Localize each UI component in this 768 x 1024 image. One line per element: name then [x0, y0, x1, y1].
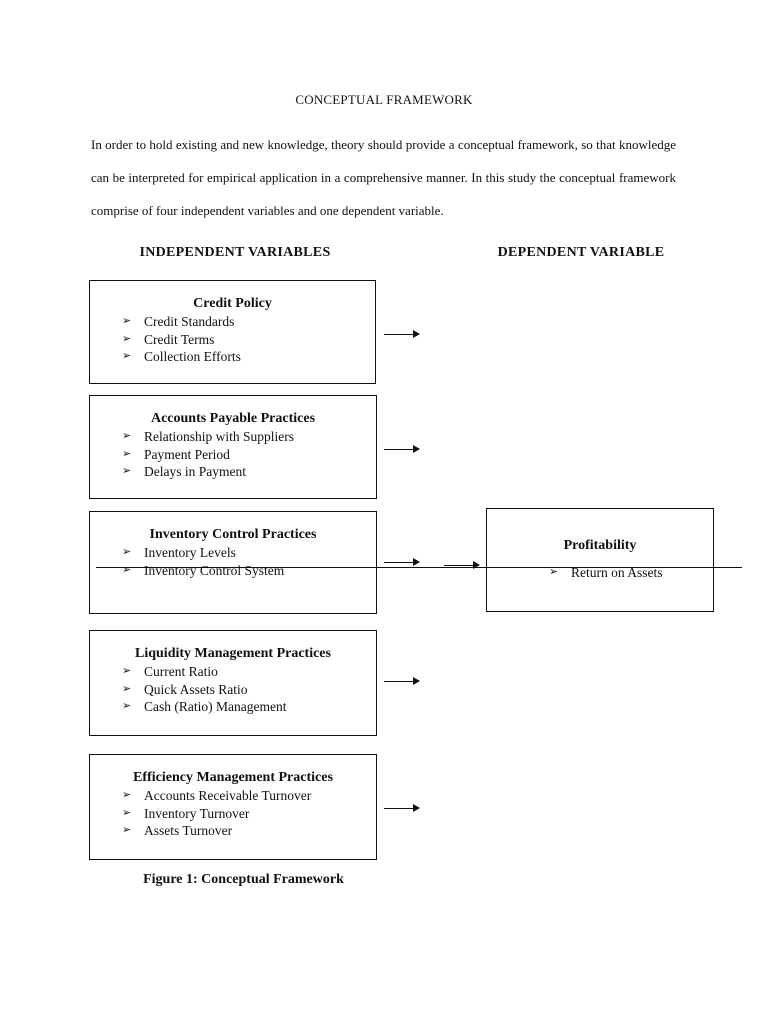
- list-item-label: Payment Period: [144, 446, 230, 462]
- arrow-bullet-icon: ➢: [549, 566, 559, 578]
- box-title: Efficiency Management Practices: [133, 770, 333, 785]
- list-item: ➢ Assets Turnover: [122, 822, 376, 840]
- intro-paragraph: In order to hold existing and new knowle…: [91, 137, 676, 218]
- box-item-list: ➢ Return on Assets: [487, 564, 713, 582]
- list-item-label: Assets Turnover: [144, 823, 233, 839]
- list-item: ➢ Quick Assets Ratio: [122, 681, 376, 699]
- list-item-label: Delays in Payment: [144, 464, 246, 480]
- list-item-label: Accounts Receivable Turnover: [144, 788, 312, 803]
- list-item-label: Cash (Ratio) Management: [144, 699, 287, 715]
- list-item: ➢ Accounts Receivable Turnover: [122, 787, 376, 805]
- box-item-list: ➢ Accounts Receivable Turnover ➢ Inventory…: [90, 787, 376, 840]
- credit-policy-box: Credit Policy ➢ Credit Standards ➢ Credit …: [89, 280, 376, 384]
- arrow-icon: [384, 675, 420, 687]
- figure-caption: Figure 1: Conceptual Framework: [143, 872, 344, 887]
- box-item-list: ➢ Credit Standards ➢ Credit Terms ➢ Collect…: [90, 313, 375, 366]
- arrow-bullet-icon: ➢: [122, 563, 132, 576]
- arrow-bullet-icon: ➢: [122, 465, 132, 478]
- list-item: ➢ Relationship with Suppliers: [122, 428, 376, 446]
- arrow-bullet-icon: ➢: [122, 546, 132, 558]
- efficiency-management-box: Efficiency Management Practices ➢ Account…: [89, 754, 377, 860]
- box-item-list: ➢ Inventory Levels ➢ Inventory Control Sys…: [90, 544, 376, 579]
- box-title: Profitability: [563, 538, 637, 553]
- list-item: ➢ Credit Terms: [122, 331, 375, 349]
- arrow-icon: [384, 443, 420, 455]
- arrow-bullet-icon: ➢: [122, 447, 132, 460]
- list-item-label: Inventory Control System: [144, 562, 285, 578]
- list-item: ➢ Delays in Payment: [122, 463, 376, 481]
- list-item: ➢ Current Ratio: [122, 663, 376, 681]
- arrow-bullet-icon: ➢: [122, 350, 132, 363]
- arrow-icon: [384, 556, 420, 568]
- arrow-bullet-icon: ➢: [122, 789, 132, 801]
- arrow-bullet-icon: ➢: [122, 682, 132, 695]
- list-item-label: Quick Assets Ratio: [144, 681, 248, 697]
- list-item: ➢ Payment Period: [122, 446, 376, 464]
- accounts-payable-box: Accounts Payable Practices ➢ Relationship…: [89, 395, 377, 499]
- profitability-box: Profitability ➢ Return on Assets: [486, 508, 714, 612]
- list-item-label: Current Ratio: [144, 664, 218, 679]
- list-item: ➢ Collection Efforts: [122, 348, 375, 366]
- list-item-label: Inventory Turnover: [144, 805, 250, 821]
- arrow-bullet-icon: ➢: [122, 700, 132, 713]
- list-item-label: Relationship with Suppliers: [144, 429, 294, 444]
- arrow-icon: [384, 328, 420, 340]
- box-title: Liquidity Management Practices: [135, 646, 331, 661]
- box-title: Credit Policy: [193, 296, 272, 311]
- arrow-bullet-icon: ➢: [122, 430, 132, 442]
- connector-line: [96, 567, 742, 568]
- list-item-label: Credit Standards: [144, 314, 235, 329]
- liquidity-management-box: Liquidity Management Practices ➢ Current …: [89, 630, 377, 736]
- arrow-bullet-icon: ➢: [122, 315, 132, 327]
- list-item-label: Inventory Levels: [144, 545, 236, 560]
- page-heading: CONCEPTUAL FRAMEWORK: [295, 92, 473, 107]
- list-item: ➢ Inventory Control System: [122, 562, 376, 580]
- arrow-bullet-icon: ➢: [122, 332, 132, 345]
- arrow-icon: [444, 559, 480, 571]
- independent-variables-header: INDEPENDENT VARIABLES: [139, 245, 331, 260]
- list-item: ➢ Inventory Turnover: [122, 805, 376, 823]
- arrow-bullet-icon: ➢: [122, 665, 132, 677]
- box-title: Inventory Control Practices: [149, 527, 317, 542]
- box-title: Accounts Payable Practices: [150, 411, 316, 426]
- box-item-list: ➢ Current Ratio ➢ Quick Assets Ratio ➢ Cash…: [90, 663, 376, 716]
- inventory-control-box: Inventory Control Practices ➢ Inventory L…: [89, 511, 377, 614]
- arrow-bullet-icon: ➢: [122, 806, 132, 819]
- list-item: ➢ Return on Assets: [549, 564, 713, 582]
- box-item-list: ➢ Relationship with Suppliers ➢ Payment Pe…: [90, 428, 376, 481]
- list-item: ➢ Inventory Levels: [122, 544, 376, 562]
- list-item-label: Return on Assets: [571, 565, 663, 580]
- arrow-bullet-icon: ➢: [122, 824, 132, 837]
- list-item: ➢ Credit Standards: [122, 313, 375, 331]
- arrow-icon: [384, 802, 420, 814]
- list-item: ➢ Cash (Ratio) Management: [122, 698, 376, 716]
- list-item-label: Credit Terms: [144, 331, 215, 347]
- dependent-variable-header: DEPENDENT VARIABLE: [497, 245, 665, 260]
- list-item-label: Collection Efforts: [144, 349, 241, 365]
